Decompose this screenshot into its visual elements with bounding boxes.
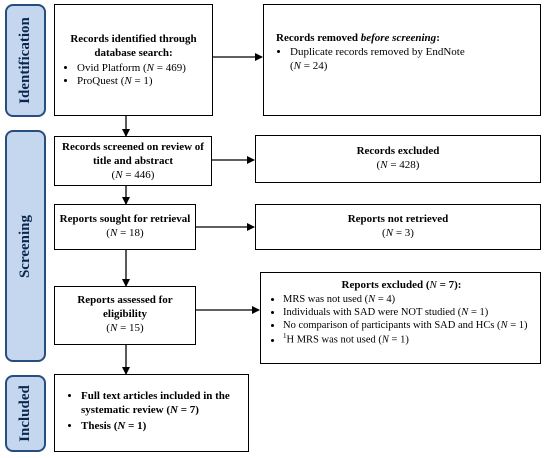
records-excluded-box: Records excluded (N = 428) — [255, 135, 541, 183]
records-removed-list: Duplicate records removed by EndNote(N =… — [276, 46, 534, 74]
records-identified-box: Records identified through database sear… — [54, 4, 213, 116]
records-identified-item: Ovid Platform (N = 469) — [77, 62, 208, 76]
studies-included-item: Full text articles included in the syste… — [81, 390, 242, 418]
records-identified-list: Ovid Platform (N = 469) ProQuest (N = 1) — [59, 62, 208, 90]
screening-stage-bar: Screening — [5, 130, 46, 362]
reports-excluded-box: Reports excluded (N = 7): MRS was not us… — [260, 272, 541, 364]
reports-excluded-item: Individuals with SAD were NOT studied (N… — [283, 306, 536, 319]
reports-sought-count: (N = 18) — [106, 226, 144, 239]
records-identified-title: Records identified through database sear… — [70, 33, 197, 59]
studies-included-list: Full text articles included in the syste… — [61, 390, 242, 433]
records-screened-box: Records screened on review of title and … — [54, 136, 212, 186]
records-screened-title: Records screened on review of title and … — [62, 141, 204, 167]
reports-excluded-list: MRS was not used (N = 4) Individuals wit… — [267, 293, 536, 347]
reports-not-retrieved-count: (N = 3) — [382, 226, 414, 239]
reports-excluded-item: No comparison of participants with SAD a… — [283, 319, 536, 332]
records-excluded-title: Records excluded — [356, 145, 440, 157]
reports-not-retrieved-box: Reports not retrieved (N = 3) — [255, 204, 541, 250]
records-screened-count: (N = 446) — [111, 168, 155, 181]
included-stage-bar: Included — [5, 375, 46, 452]
reports-sought-title: Reports sought for retrieval — [59, 213, 191, 225]
reports-excluded-title: Reports excluded (N = 7): — [341, 279, 462, 291]
reports-sought-box: Reports sought for retrieval (N = 18) — [54, 204, 196, 250]
reports-assessed-box: Reports assessed for eligibility (N = 15… — [54, 286, 196, 345]
reports-not-retrieved-title: Reports not retrieved — [347, 213, 449, 225]
records-removed-title: Records removed before screening: — [276, 32, 440, 44]
records-removed-item: Duplicate records removed by EndNote(N =… — [290, 46, 534, 74]
reports-excluded-item: 1H MRS was not used (N = 1) — [283, 332, 536, 347]
reports-assessed-title: Reports assessed for eligibility — [77, 294, 173, 320]
studies-included-item: Thesis (N = 1) — [81, 420, 242, 434]
records-identified-item: ProQuest (N = 1) — [77, 75, 208, 89]
identification-stage-bar: Identification — [5, 4, 46, 117]
studies-included-box: Full text articles included in the syste… — [54, 374, 249, 452]
records-removed-box: Records removed before screening: Duplic… — [263, 4, 541, 116]
reports-assessed-count: (N = 15) — [106, 321, 144, 334]
reports-excluded-item: MRS was not used (N = 4) — [283, 293, 536, 306]
records-excluded-count: (N = 428) — [376, 158, 420, 171]
